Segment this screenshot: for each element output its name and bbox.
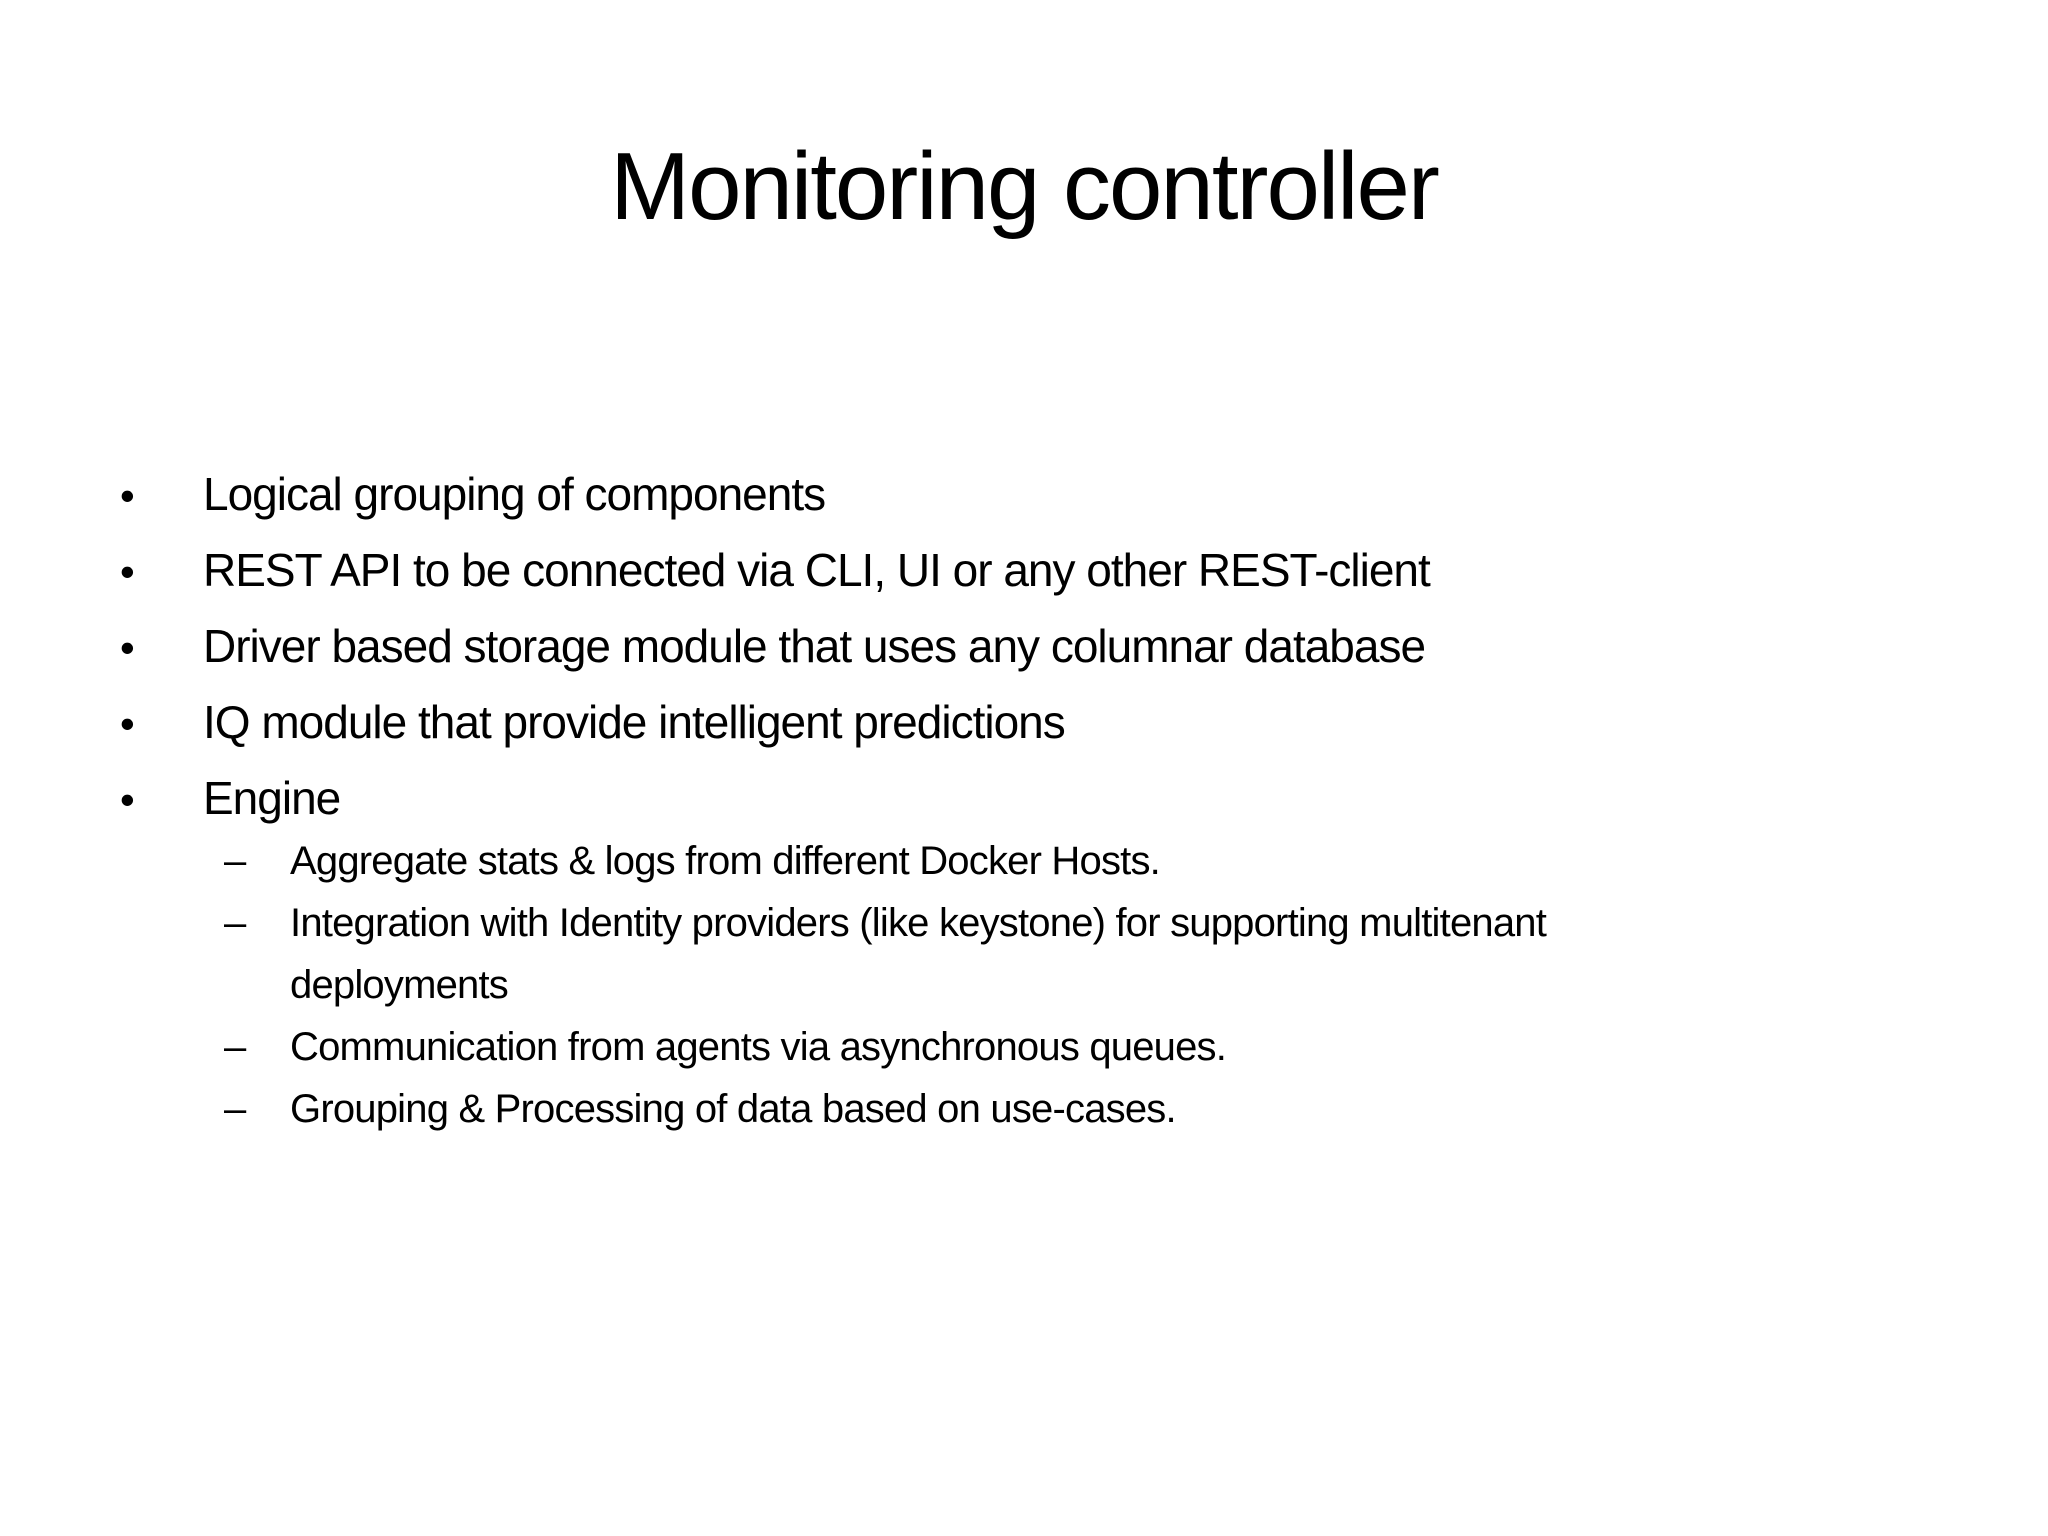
sub-bullet-text: Integration with Identity providers (lik…: [290, 901, 1547, 1007]
bullet-text: Logical grouping of components: [203, 468, 826, 520]
sub-bullet-item: – Grouping & Processing of data based on…: [0, 1078, 1980, 1140]
sub-bullet-item: – Integration with Identity providers (l…: [0, 892, 1980, 1016]
bullet-icon: •: [120, 700, 135, 747]
bullet-text: Driver based storage module that uses an…: [203, 620, 1426, 672]
dash-icon: –: [224, 901, 246, 945]
bullet-icon: •: [120, 472, 135, 519]
sub-bullet-item: – Aggregate stats & logs from different …: [0, 830, 1980, 892]
bullet-text: Engine: [203, 772, 341, 824]
bullet-item: • Logical grouping of components: [0, 457, 1980, 533]
slide-title: Monitoring controller: [610, 133, 1440, 240]
bullet-item: • Engine: [0, 761, 1980, 837]
dash-icon: –: [224, 839, 246, 883]
sub-bullet-text: Grouping & Processing of data based on u…: [290, 1087, 1177, 1131]
bullet-list: • Logical grouping of components • REST …: [0, 457, 1980, 837]
bullet-icon: •: [120, 624, 135, 671]
bullet-item: • REST API to be connected via CLI, UI o…: [0, 533, 1980, 609]
sub-bullet-text: Communication from agents via asynchrono…: [290, 1025, 1227, 1069]
sub-bullet-item: – Communication from agents via asynchro…: [0, 1016, 1980, 1078]
bullet-icon: •: [120, 548, 135, 595]
bullet-icon: •: [120, 776, 135, 823]
bullet-text: IQ module that provide intelligent predi…: [203, 696, 1066, 748]
bullet-item: • IQ module that provide intelligent pre…: [0, 685, 1980, 761]
engine-sub-bullet-list: – Aggregate stats & logs from different …: [0, 830, 1980, 1140]
dash-icon: –: [224, 1025, 246, 1069]
bullet-item: • Driver based storage module that uses …: [0, 609, 1980, 685]
sub-bullet-text: Aggregate stats & logs from different Do…: [290, 839, 1161, 883]
bullet-text: REST API to be connected via CLI, UI or …: [203, 544, 1431, 596]
dash-icon: –: [224, 1087, 246, 1131]
